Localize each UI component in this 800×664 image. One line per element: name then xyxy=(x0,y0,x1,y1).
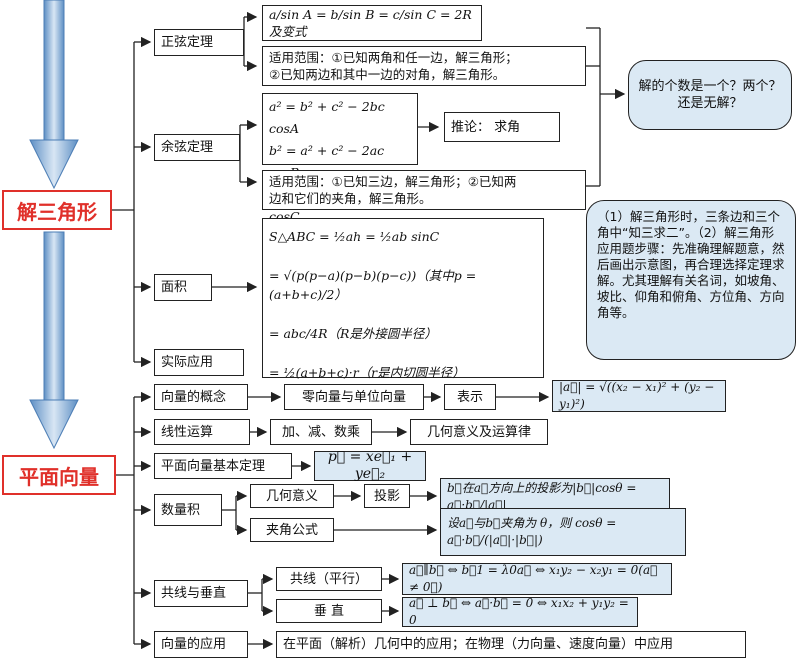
zero-and-unit-vector: 零向量与单位向量 xyxy=(284,384,424,410)
area-formula-3: = abc/4R（R是外接圆半径） xyxy=(269,326,437,341)
sine-scope-line2: ②已知两边和其中一边的对角，解三角形。 xyxy=(269,67,506,82)
node-linear-operations: 线性运算 xyxy=(154,419,250,445)
cosine-scope-line2: 边和它们的夹角，解三角形。 xyxy=(269,191,432,206)
node-cosine-law: 余弦定理 xyxy=(154,134,240,161)
angle-formula: 设a⃗与b⃗夹角为 θ，则 cosθ = a⃗·b⃗/(|a⃗|·|b⃗|) xyxy=(440,508,686,556)
basic-theorem-formula: p⃗ = xe⃗₁ + ye⃗₂ xyxy=(314,449,426,482)
vector-representation: 表示 xyxy=(444,384,496,410)
sine-law-formula: a/sin A = b/sin B = c/sin C = 2R及变式 xyxy=(262,5,482,41)
perpendicular: 垂 直 xyxy=(276,599,382,623)
cosine-formula-a: a² = b² + c² − 2bc cosA xyxy=(269,99,385,136)
geometric-meaning-and-laws: 几何意义及运算律 xyxy=(410,419,548,445)
node-practical-application: 实际应用 xyxy=(154,349,244,376)
node-dot-product: 数量积 xyxy=(154,494,222,526)
sine-scope-line1: 适用范围：①已知两角和任一边，解三角形； xyxy=(269,50,518,65)
title-solve-triangle: 解三角形 xyxy=(2,190,112,230)
dot-angle-formula-label: 夹角公式 xyxy=(250,518,334,542)
perpendicular-formula: a⃗ ⊥ b⃗ ⇔ a⃗·b⃗ = 0 ⇔ x₁x₂ + y₁y₂ = 0 xyxy=(402,596,638,627)
cosine-corollary: 推论： 求角 xyxy=(444,112,560,142)
vector-application-text: 在平面（解析）几何中的应用；在物理（力向量、速度向量）中应用 xyxy=(276,631,746,658)
title-plane-vector: 平面向量 xyxy=(2,455,116,495)
note-solving-steps: （1）解三角形时，三条边和三个角中“知三求二”。（2）解三角形应用题步骤：先准确… xyxy=(586,200,796,360)
area-formula-1: S△ABC = ½ah = ½ab sinC xyxy=(269,229,440,244)
node-basic-theorem: 平面向量基本定理 xyxy=(154,453,292,479)
note-number-of-solutions: 解的个数是一个？两个？还是无解？ xyxy=(628,60,792,130)
area-formula-4: = ½(a+b+c)·r（r是内切圆半径） xyxy=(269,365,465,380)
big-arrow-top xyxy=(29,0,79,190)
linear-operation-types: 加、减、数乘 xyxy=(270,419,372,445)
area-formula-2: = √(p(p−a)(p−b)(p−c))（其中p = (a+b+c)/2） xyxy=(269,268,477,302)
dot-projection: 投影 xyxy=(364,484,410,508)
node-vector-concept: 向量的概念 xyxy=(154,384,248,410)
area-formulas: S△ABC = ½ah = ½ab sinC = √(p(p−a)(p−b)(p… xyxy=(262,218,544,380)
cosine-scope-line1: 适用范围：①已知三边，解三角形；②已知两 xyxy=(269,174,517,189)
node-vector-application: 向量的应用 xyxy=(154,631,248,658)
collinear-parallel: 共线（平行） xyxy=(276,567,382,591)
node-sine-law: 正弦定理 xyxy=(154,29,244,56)
cosine-law-formulas: a² = b² + c² − 2bc cosA b² = a² + c² − 2… xyxy=(262,93,418,224)
node-area: 面积 xyxy=(154,274,212,301)
big-arrow-middle xyxy=(29,231,79,450)
cosine-law-scope: 适用范围：①已知三边，解三角形；②已知两 边和它们的夹角，解三角形。 xyxy=(262,170,586,210)
dot-geometric-meaning: 几何意义 xyxy=(250,484,334,508)
vector-magnitude-formula: |a⃗| = √((x₂ − x₁)² + (y₂ − y₁)²) xyxy=(552,380,726,412)
sine-law-scope: 适用范围：①已知两角和任一边，解三角形； ②已知两边和其中一边的对角，解三角形。 xyxy=(262,46,586,86)
parallel-formula: a⃗∥b⃗ ⇔ b⃗1 = λ0a⃗ ⇔ x₁y₂ − x₂y₁ = 0(a⃗ … xyxy=(402,563,672,595)
node-collinear-perpendicular: 共线与垂直 xyxy=(154,580,248,607)
